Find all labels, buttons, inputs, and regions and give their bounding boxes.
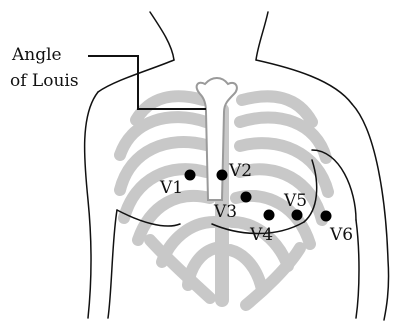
electrode-v1 (185, 170, 196, 181)
armpit-left (108, 210, 117, 318)
rib-right-7 (230, 250, 262, 290)
electrode-label-v3: V3 (213, 202, 237, 222)
shoulder-left (98, 60, 174, 92)
neck-left (150, 12, 174, 60)
electrode-label-v4: V4 (249, 225, 273, 245)
arm-left-outer (85, 92, 98, 318)
annotation-line-2: of Louis (10, 71, 79, 91)
electrode-label-v6: V6 (329, 225, 353, 245)
electrode-label-v5: V5 (283, 191, 307, 211)
electrode-v6 (321, 211, 332, 222)
armpit-right (356, 220, 359, 318)
neck-right (256, 12, 268, 60)
electrode-v2 (217, 170, 228, 181)
annotation-line-1: Angle (11, 45, 62, 65)
arm-right-outer (352, 104, 389, 320)
electrode-label-v2: V2 (228, 161, 252, 181)
electrode-v3 (241, 192, 252, 203)
electrode-v5 (292, 210, 303, 221)
electrode-v4 (264, 210, 275, 221)
electrode-label-v1: V1 (159, 178, 183, 198)
